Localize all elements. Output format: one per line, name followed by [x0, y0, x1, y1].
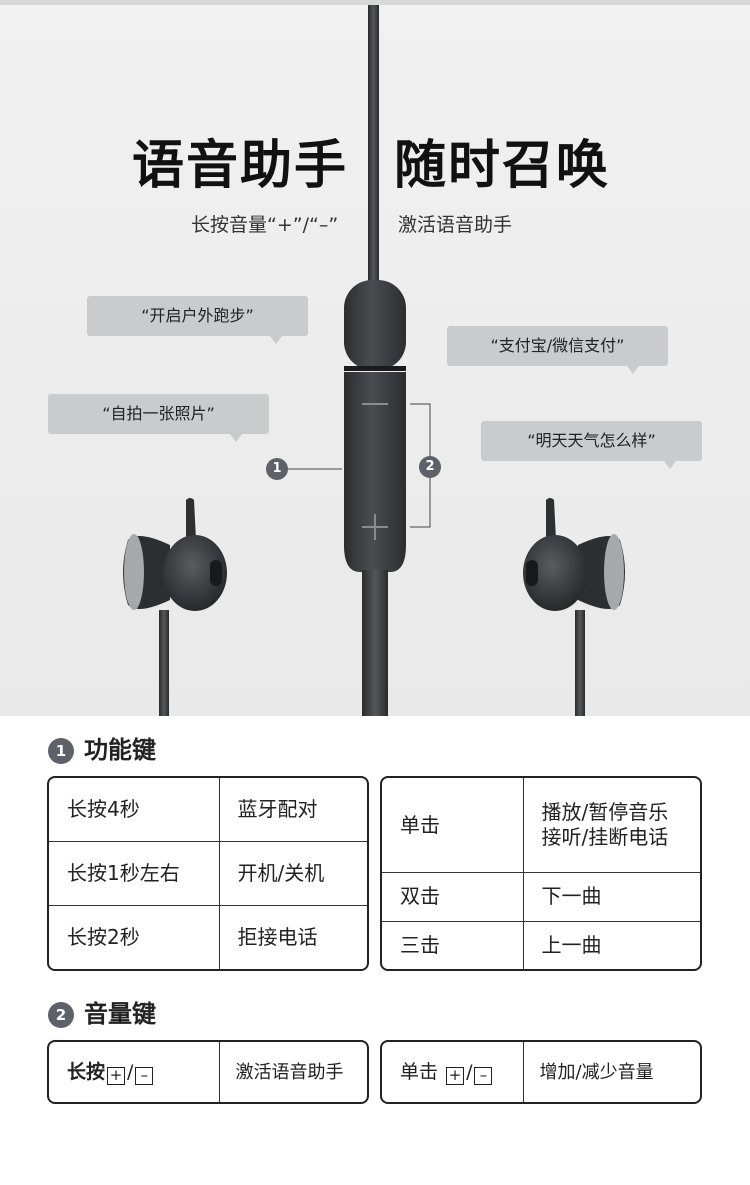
speech-bubble-weather: “明天天气怎么样” — [481, 421, 702, 469]
function-key-table-right: 单击 播放/暂停音乐 接听/挂断电话 双击 下一曲 三击 上一曲 — [380, 776, 702, 971]
result-cell: 开机/关机 — [219, 841, 367, 907]
table-row: 长按4秒 蓝牙配对 — [49, 778, 367, 842]
remote-top — [344, 280, 406, 370]
earphone-illustration — [123, 5, 625, 716]
key-separator: / — [127, 1060, 134, 1083]
result-cell: 增加/减少音量 — [539, 1061, 654, 1083]
speech-bubble-selfie: “自拍一张照片” — [48, 394, 269, 442]
badge-volume-key: 2 — [419, 456, 441, 478]
top-strip — [0, 0, 750, 5]
remote-body — [344, 372, 406, 572]
speech-bubble-run: “开启户外跑步” — [87, 296, 308, 344]
hero-section: 语音助手 随时召唤 长按音量“+”/“–” 激活语音助手 “开启户外跑步” “自… — [0, 0, 750, 716]
section-number-2: 2 — [48, 1002, 74, 1028]
action-prefix: 长按 — [67, 1060, 106, 1083]
cable-bottom — [362, 570, 388, 716]
result-cell: 上一曲 — [541, 932, 602, 957]
result-cell: 播放/暂停音乐 接听/挂断电话 — [523, 778, 700, 874]
result-cell: 激活语音助手 — [235, 1061, 344, 1083]
action-cell: 双击 — [382, 872, 524, 922]
table-row: 单击 播放/暂停音乐 接听/挂断电话 — [382, 778, 700, 874]
volume-key-table-left: 长按+/– 激活语音助手 — [47, 1040, 369, 1104]
volume-key-title: 2 音量键 — [48, 999, 156, 1029]
action-cell: 长按+/– — [49, 1042, 220, 1102]
action-cell: 单击 +/– — [382, 1042, 524, 1102]
function-key-title: 1 功能键 — [48, 735, 156, 765]
minus-key-icon: – — [474, 1066, 493, 1085]
key-separator: / — [466, 1060, 473, 1083]
plus-key-icon: + — [107, 1066, 126, 1085]
action-cell: 单击 — [382, 778, 524, 874]
section-number-1: 1 — [48, 738, 74, 764]
speech-bubble-pay: “支付宝/微信支付” — [447, 326, 668, 374]
subline-right: 激活语音助手 — [398, 214, 513, 236]
action-prefix: 单击 — [400, 1060, 439, 1083]
action-cell: 长按1秒左右 — [49, 841, 220, 907]
action-cell: 长按4秒 — [49, 778, 220, 842]
result-cell: 蓝牙配对 — [219, 778, 367, 842]
table-row: 双击 下一曲 — [382, 872, 700, 922]
table-row: 单击 +/– 增加/减少音量 — [382, 1042, 700, 1102]
action-cell: 长按2秒 — [49, 905, 220, 969]
plus-key-icon: + — [446, 1066, 465, 1085]
left-earbud — [123, 498, 227, 716]
badge-function-key: 1 — [266, 458, 288, 480]
right-earbud — [523, 498, 625, 716]
minus-key-icon: – — [135, 1066, 154, 1085]
headline-right: 随时召唤 — [394, 136, 611, 196]
action-cell: 三击 — [382, 921, 524, 969]
function-key-label: 功能键 — [84, 736, 156, 764]
table-row: 三击 上一曲 — [382, 921, 700, 969]
result-line: 接听/挂断电话 — [541, 825, 669, 850]
volume-key-label: 音量键 — [84, 1000, 156, 1028]
table-row: 长按2秒 拒接电话 — [49, 905, 367, 969]
table-row: 长按1秒左右 开机/关机 — [49, 841, 367, 907]
result-cell: 拒接电话 — [237, 925, 318, 950]
result-line: 播放/暂停音乐 — [541, 800, 669, 825]
cable-top — [368, 5, 379, 285]
function-key-table-left: 长按4秒 蓝牙配对 长按1秒左右 开机/关机 长按2秒 拒接电话 — [47, 776, 369, 971]
headline-left: 语音助手 — [132, 136, 349, 196]
result-cell: 下一曲 — [523, 872, 700, 922]
subline-left: 长按音量“+”/“–” — [191, 214, 339, 236]
volume-key-table-right: 单击 +/– 增加/减少音量 — [380, 1040, 702, 1104]
table-row: 长按+/– 激活语音助手 — [49, 1042, 367, 1102]
